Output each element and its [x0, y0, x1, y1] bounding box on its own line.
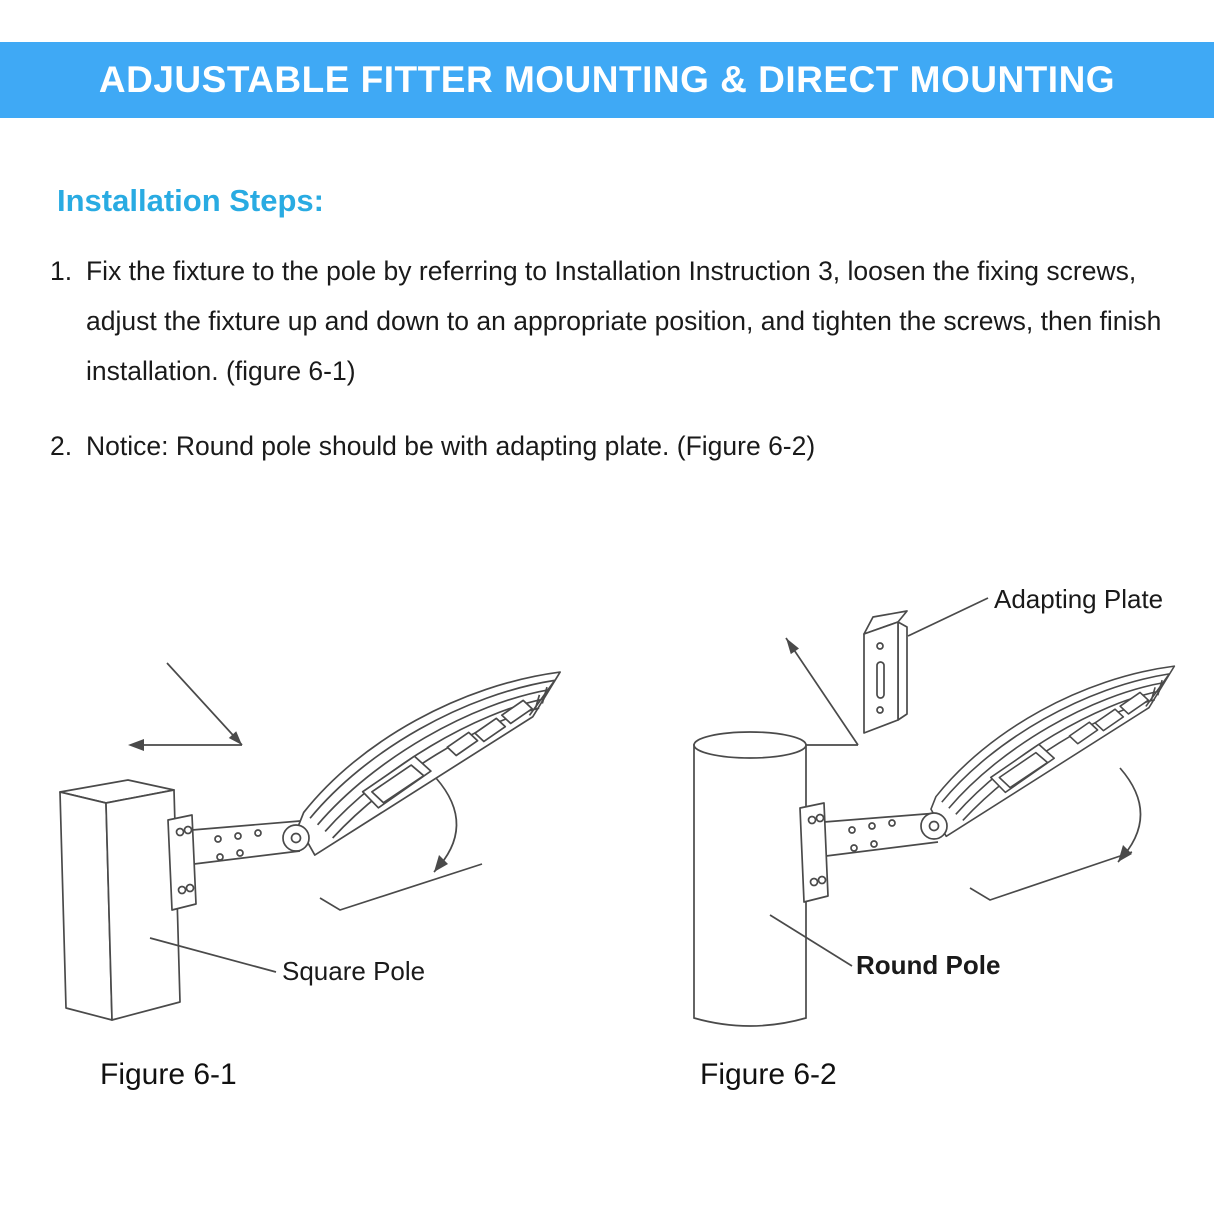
- adapting-plate-leader-line: [907, 597, 989, 637]
- step-1-number: 1.: [50, 256, 73, 286]
- pivot-bolt: [282, 824, 310, 852]
- step-2: 2. Notice: Round pole should be with ada…: [50, 422, 1165, 472]
- square-pole-leader-line: [149, 937, 277, 973]
- figure-6-1-caption: Figure 6-1: [100, 1058, 237, 1091]
- light-fixture: [277, 670, 588, 859]
- figure-6-2-drawing: [693, 597, 1200, 1027]
- step-1-text: Fix the fixture to the pole by referring…: [86, 256, 1162, 386]
- rotation-arrow: [969, 767, 1142, 901]
- round-pole: [693, 731, 807, 1027]
- banner-title: ADJUSTABLE FITTER MOUNTING & DIRECT MOUN…: [98, 59, 1116, 100]
- adapting-plate: [863, 610, 908, 734]
- step-2-number: 2.: [50, 431, 73, 462]
- square-pole: [59, 779, 181, 1021]
- mounting-arm: [799, 802, 939, 903]
- figure-6-1: Square Pole: [30, 580, 590, 1060]
- step-2-text: Notice: Round pole should be with adapti…: [86, 431, 816, 462]
- mounting-arm: [167, 814, 301, 911]
- square-pole-label: Square Pole: [282, 956, 426, 986]
- installation-steps: 1. Fix the fixture to the pole by referr…: [50, 247, 1165, 498]
- tilt-angle-arrows: [128, 662, 243, 751]
- step-1: 1. Fix the fixture to the pole by referr…: [50, 247, 1165, 396]
- rotation-arrow: [319, 777, 483, 911]
- figure-6-1-drawing: [59, 662, 588, 1021]
- round-pole-label: Round Pole: [856, 950, 1001, 980]
- section-title: Installation Steps:: [57, 183, 324, 218]
- page-banner: ADJUSTABLE FITTER MOUNTING & DIRECT MOUN…: [0, 42, 1214, 118]
- light-fixture: [911, 664, 1200, 840]
- round-pole-leader-line: [769, 914, 853, 967]
- figure-6-2: Adapting Plate Round Pole: [640, 570, 1200, 1060]
- pivot-bolt: [920, 812, 948, 840]
- adapting-plate-label: Adapting Plate: [994, 584, 1164, 614]
- figure-6-2-caption: Figure 6-2: [700, 1058, 837, 1091]
